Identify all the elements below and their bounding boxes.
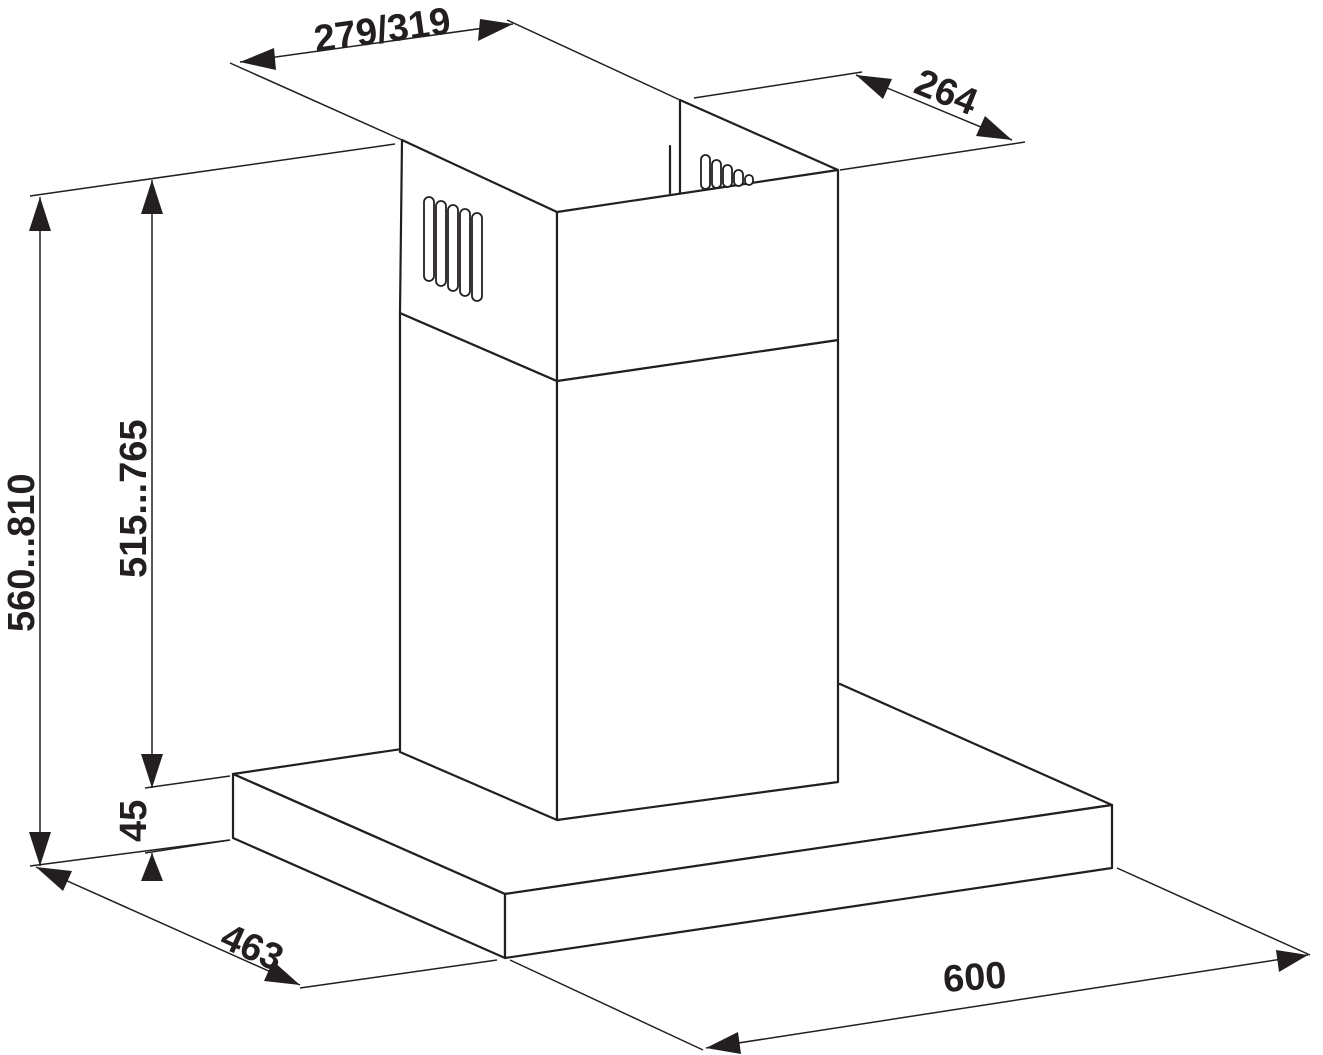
label-chimney-width: 279/319 [311,0,453,61]
label-chimney-height: 515...765 [113,420,155,578]
extension-lines [29,19,1311,1051]
lower-chimney [398,311,840,822]
dimension-labels: 279/319 264 560...810 515...765 45 463 6… [1,0,1008,1001]
vent-slots-left [423,196,483,302]
upper-chimney-front-face [555,168,840,383]
upper-chimney-rear-edge [678,98,840,172]
canopy-front-face [503,803,1114,960]
vent-slots-rear [700,154,754,190]
upper-chimney [398,98,840,383]
lower-chimney-front-face [555,338,840,822]
label-chimney-depth: 264 [909,61,984,124]
lower-chimney-left-face [398,311,559,822]
label-canopy-height: 45 [113,800,155,842]
label-total-height: 560...810 [1,474,43,632]
label-canopy-width: 600 [942,955,1008,1001]
dimension-lines [29,19,1309,1054]
